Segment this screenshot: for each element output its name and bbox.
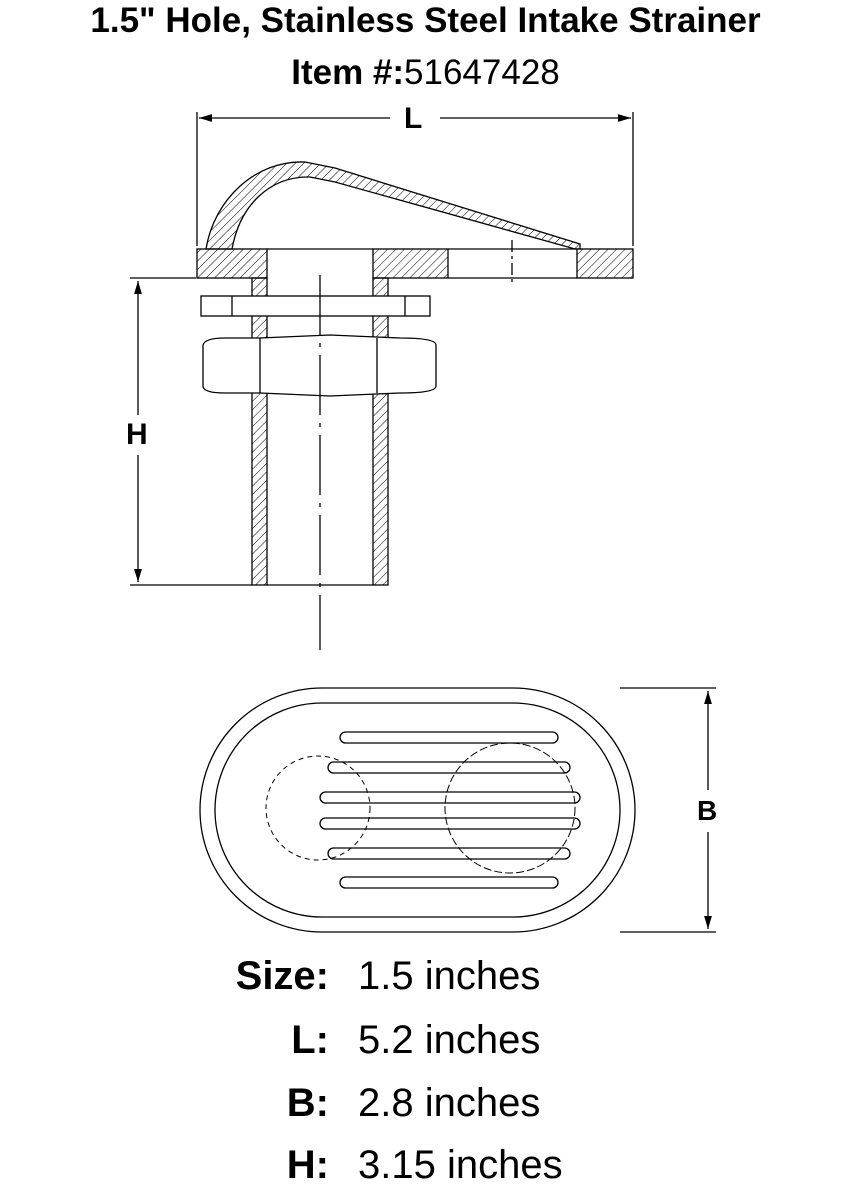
washer	[200, 295, 431, 317]
inner-rim	[214, 702, 621, 918]
hidden-tube-circle	[265, 755, 371, 861]
side-view	[130, 112, 634, 650]
item-number: 51647428	[404, 53, 560, 92]
outer-rim	[199, 687, 636, 933]
item-number-line: Item #:51647428	[0, 54, 851, 92]
tube-wall-left	[251, 277, 268, 586]
flange-right	[576, 248, 634, 279]
dim-label-length: L	[404, 102, 423, 135]
spec-label: H:	[286, 1143, 329, 1187]
slots	[319, 731, 581, 889]
spec-value: 1.5 inches	[358, 954, 541, 998]
breadth-dimension	[620, 687, 716, 933]
spec-label: Size:	[235, 954, 329, 998]
hood-shell	[205, 161, 581, 250]
spec-label: B:	[286, 1081, 329, 1125]
length-dimension	[196, 112, 634, 246]
hidden-opening-circle	[444, 742, 576, 874]
height-dimension	[130, 277, 252, 586]
spec-row-breadth: B: 2.8 inches	[0, 1081, 851, 1131]
flange-left	[196, 248, 268, 279]
spec-row-length: L: 5.2 inches	[0, 1018, 851, 1068]
dim-label-height: H	[126, 418, 148, 451]
spec-row-size: Size: 1.5 inches	[0, 954, 851, 1004]
tube-wall-right	[372, 277, 389, 586]
flange-mid	[372, 248, 449, 279]
spec-label: L:	[291, 1018, 329, 1062]
item-label: Item #:	[291, 53, 405, 92]
dim-label-breadth: B	[697, 795, 718, 826]
spec-value: 5.2 inches	[358, 1018, 541, 1062]
spec-value: 2.8 inches	[358, 1081, 541, 1125]
spec-value: 3.15 inches	[358, 1143, 563, 1187]
top-view	[199, 687, 716, 933]
product-title: 1.5" Hole, Stainless Steel Intake Strain…	[90, 1, 761, 40]
spec-row-height: H: 3.15 inches	[0, 1143, 851, 1193]
